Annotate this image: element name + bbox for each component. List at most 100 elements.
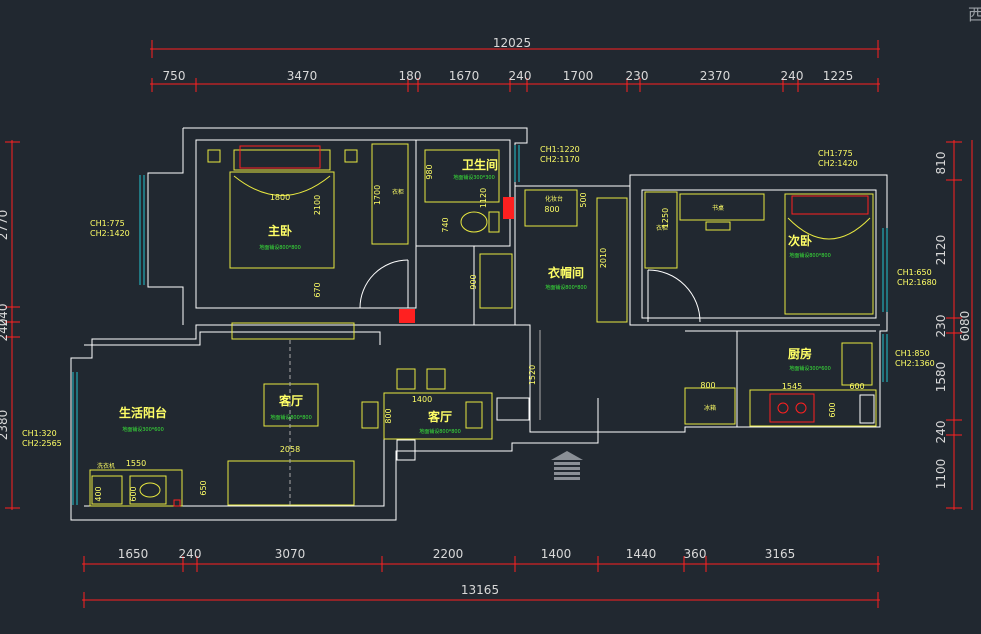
dim-top: 1700	[563, 69, 594, 83]
door-markers	[399, 197, 514, 323]
dim-left: 2770	[0, 210, 10, 241]
dim-1400: 1400	[412, 395, 432, 404]
ch-master-1: CH1:775	[90, 219, 125, 228]
ch-second-top-1: CH1:775	[818, 149, 853, 158]
room-master-sub: 地面铺设800*800	[259, 244, 301, 251]
windows	[72, 145, 888, 505]
dim-k1545: 1545	[782, 382, 802, 391]
dim-bottom: 360	[684, 547, 707, 561]
room-kitchen: 厨房	[788, 346, 812, 361]
ch-bath-1: CH1:1220	[540, 145, 580, 154]
dim-top: 240	[509, 69, 532, 83]
room-dining: 客厅	[427, 409, 452, 424]
dim-1520: 1520	[528, 365, 537, 385]
dim-k600b: 600	[828, 402, 837, 417]
dim-2010: 2010	[599, 248, 608, 268]
dim-top: 1670	[449, 69, 480, 83]
dim-bottom: 1440	[626, 547, 657, 561]
living-furniture	[227, 322, 530, 506]
dim-top: 230	[626, 69, 649, 83]
dim-b600: 600	[129, 486, 138, 501]
dim-bottom: 240	[179, 547, 202, 561]
room-bath: 卫生间	[462, 157, 498, 172]
dim-bottom: 3165	[765, 547, 796, 561]
ch-balcony-1: CH1:320	[22, 429, 57, 438]
second-bedroom-furniture	[644, 191, 874, 315]
dim-right: 230	[934, 315, 948, 338]
door-swings	[359, 259, 701, 420]
ch-bath-2: CH2:1170	[540, 155, 580, 164]
dim-total-bottom: 13165	[461, 583, 499, 597]
room-living-sub: 地面铺设800*800	[270, 414, 312, 421]
dim-800-table: 800	[384, 408, 393, 423]
dim-top: 1225	[823, 69, 854, 83]
top-dimension-lines	[150, 40, 880, 92]
dim-top: 750	[163, 69, 186, 83]
room-kitchen-sub: 地面铺设300*600	[789, 365, 831, 372]
dim-980: 980	[425, 164, 434, 179]
bath-fixtures	[424, 149, 513, 309]
balcony-fixtures	[89, 469, 183, 507]
dim-right-total: 6080	[958, 311, 972, 342]
bed-length: 2100	[313, 195, 322, 215]
vanity-label: 化妆台	[545, 195, 563, 203]
room-closet: 衣帽间	[548, 265, 584, 280]
dim-right: 1100	[934, 459, 948, 490]
room-balcony: 生活阳台	[119, 405, 167, 420]
closet-furniture	[524, 189, 628, 323]
dim-right: 1580	[934, 362, 948, 393]
dim-right: 810	[934, 152, 948, 175]
room-master: 主卧	[268, 223, 292, 238]
right-dimension-lines	[946, 140, 973, 510]
dim-bottom: 3070	[275, 547, 306, 561]
dim-total-top: 12025	[493, 36, 531, 50]
dim-1120: 1120	[479, 188, 488, 208]
dim-top: 3470	[287, 69, 318, 83]
dim-left: 240	[0, 304, 10, 327]
corner-label: 西	[968, 5, 981, 24]
bed-width: 1800	[270, 193, 290, 202]
ch-second-top-2: CH2:1420	[818, 159, 858, 168]
ch-kitchen-1: CH1:850	[895, 349, 930, 358]
dim-sofa: 2058	[280, 445, 300, 454]
dim-670: 670	[313, 282, 322, 297]
ch-balcony-2: CH2:2565	[22, 439, 62, 448]
dim-top: 180	[399, 69, 422, 83]
dim-left: 240	[0, 319, 10, 342]
dim-left: 2380	[0, 410, 10, 441]
master-bed	[207, 143, 409, 269]
ch-second-side-2: CH2:1680	[897, 278, 937, 287]
wardrobe-label: 衣柜	[392, 188, 404, 196]
dim-top: 2370	[700, 69, 731, 83]
dim-k800: 800	[700, 381, 715, 390]
dim-right: 2120	[934, 235, 948, 266]
dim-bottom: 1650	[118, 547, 149, 561]
ch-kitchen-2: CH2:1360	[895, 359, 935, 368]
dim-bottom: 2200	[433, 547, 464, 561]
cabinet-label: 衣柜	[656, 224, 668, 232]
walls	[70, 127, 888, 521]
room-closet-sub: 地面铺设800*800	[545, 284, 587, 291]
bottom-dimension-lines	[82, 556, 880, 608]
dim-800a: 800	[544, 205, 559, 214]
fridge-label: 冰箱	[704, 404, 716, 412]
washer-label: 洗衣机	[97, 462, 115, 470]
dim-top: 240	[781, 69, 804, 83]
room-second-sub: 地面铺设800*800	[789, 252, 831, 259]
ch-second-side-1: CH1:650	[897, 268, 932, 277]
dim-1250: 1250	[661, 208, 670, 228]
entry-arrow-icon	[551, 451, 583, 480]
dim-bottom: 1400	[541, 547, 572, 561]
room-living: 客厅	[278, 393, 303, 408]
desk-label: 书桌	[712, 204, 724, 212]
ch-master-2: CH2:1420	[90, 229, 130, 238]
dim-1700: 1700	[373, 185, 382, 205]
left-dimension-lines	[5, 140, 20, 510]
dim-900: 900	[469, 274, 478, 289]
room-dining-sub: 地面铺设800*800	[419, 428, 461, 435]
room-bath-sub: 地面铺设300*300	[453, 174, 495, 181]
kitchen-fixtures	[684, 342, 877, 427]
dim-500: 500	[579, 192, 588, 207]
room-second: 次卧	[788, 233, 812, 248]
